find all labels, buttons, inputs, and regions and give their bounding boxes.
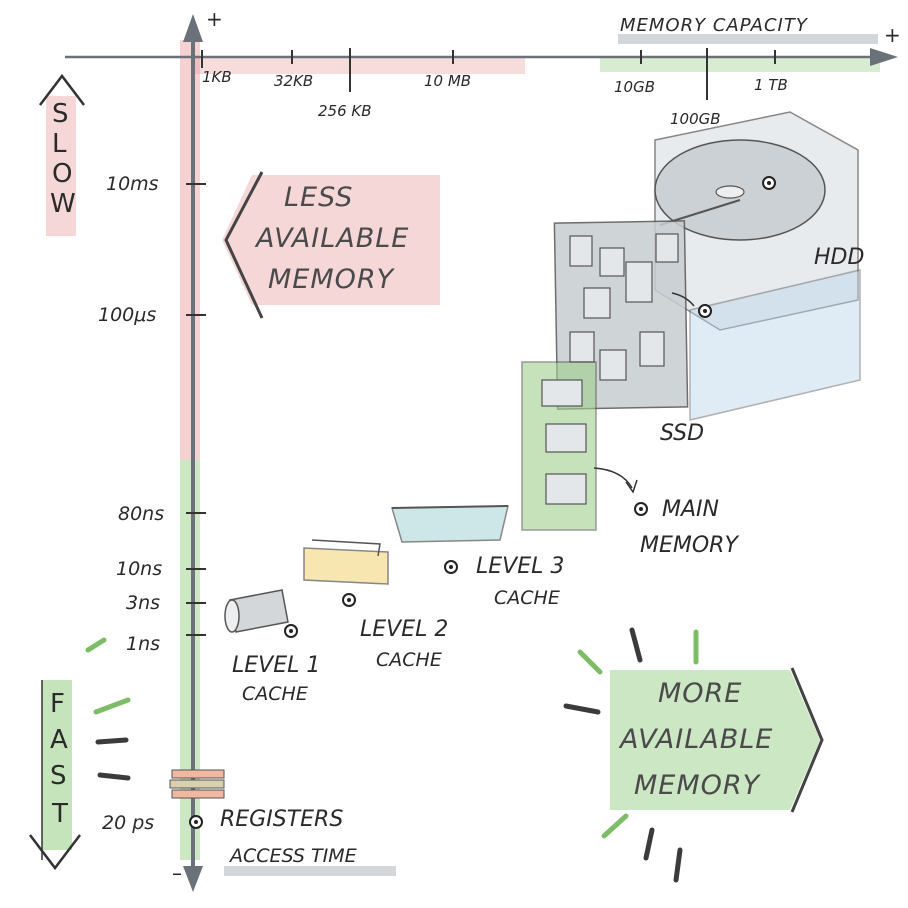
marker-registers — [189, 815, 203, 829]
time-tick-marks — [186, 183, 206, 636]
time-tick-10ns: 10ns — [116, 558, 162, 580]
marker-l3 — [444, 560, 458, 574]
l3-cache-illustration — [391, 505, 509, 543]
y-axis-plus: + — [206, 7, 223, 31]
capacity-tick-32kb: 32KB — [274, 72, 313, 90]
capacity-tick-marks — [201, 48, 776, 100]
fast-letter-f: F — [50, 689, 65, 719]
time-tick-100us: 100μs — [98, 304, 156, 326]
label-l1-line-2: CACHE — [242, 683, 308, 705]
marker-hdd — [762, 176, 776, 190]
more-memory-line-1: MORE — [658, 678, 742, 709]
slow-letter-o: O — [52, 159, 72, 189]
y-axis-green-wash — [180, 460, 200, 860]
fast-letter-t: T — [51, 799, 68, 829]
slow-letter-w: W — [50, 189, 76, 219]
capacity-tick-256kb: 256 KB — [318, 102, 372, 120]
x-axis-red-wash — [195, 58, 525, 74]
time-tick-1ns: 1ns — [126, 633, 160, 655]
marker-main-memory — [634, 502, 648, 516]
time-tick-20ps: 20 ps — [102, 812, 154, 834]
label-registers: REGISTERS — [220, 807, 343, 832]
label-l1-line-1: LEVEL 1 — [232, 653, 320, 678]
fast-arrow — [29, 680, 81, 871]
less-memory-line-1: LESS — [284, 182, 353, 213]
more-memory-arrow — [610, 667, 824, 813]
ram-illustration — [521, 361, 638, 531]
access-underline-wash — [224, 866, 396, 876]
l2-cache-illustration — [303, 539, 389, 585]
y-axis-title: ACCESS TIME — [228, 845, 357, 867]
slow-arrow — [39, 73, 85, 236]
label-l3-line-2: CACHE — [494, 587, 560, 609]
capacity-tick-10gb: 10GB — [614, 78, 655, 96]
x-axis-plus: + — [884, 23, 901, 47]
less-memory-arrow — [222, 171, 440, 319]
slow-letter-l: L — [52, 129, 67, 159]
x-axis-green-wash — [600, 56, 880, 72]
capacity-tick-10mb: 10 MB — [424, 72, 471, 90]
more-memory-rays — [563, 627, 699, 883]
label-l2-line-2: CACHE — [376, 649, 442, 671]
more-memory-line-3: MEMORY — [634, 770, 762, 801]
label-hdd: HDD — [814, 245, 864, 270]
hdd-illustration — [654, 111, 861, 421]
label-ssd: SSD — [660, 421, 704, 446]
label-l3-line-1: LEVEL 3 — [476, 554, 564, 579]
registers-illustration — [169, 769, 225, 799]
l1-cache-illustration — [224, 589, 289, 633]
fast-letter-a: A — [50, 725, 68, 755]
label-main-memory-line-1: MAIN — [662, 497, 719, 522]
label-main-memory-line-2: MEMORY — [640, 533, 739, 558]
marker-l2 — [342, 593, 356, 607]
fast-dashes — [85, 637, 131, 781]
time-tick-3ns: 3ns — [126, 592, 160, 614]
time-tick-80ns: 80ns — [118, 503, 164, 525]
y-axis-minus: – — [172, 861, 182, 885]
fast-letter-s: S — [50, 761, 67, 791]
slow-letter-s: S — [52, 99, 69, 129]
marker-l1 — [284, 624, 298, 638]
capacity-tick-1kb: 1KB — [202, 68, 232, 86]
time-tick-10ms: 10ms — [106, 173, 159, 195]
label-l2-line-1: LEVEL 2 — [360, 617, 448, 642]
more-memory-line-2: AVAILABLE — [618, 724, 773, 755]
capacity-tick-1tb: 1 TB — [754, 76, 788, 94]
less-memory-line-3: MEMORY — [268, 264, 396, 295]
y-axis-red-wash — [180, 40, 200, 460]
x-axis-title: MEMORY CAPACITY — [620, 15, 809, 36]
title-underline-wash — [618, 34, 878, 44]
less-memory-line-2: AVAILABLE — [254, 223, 409, 254]
y-axis — [183, 14, 203, 892]
capacity-tick-100gb: 100GB — [670, 110, 721, 128]
marker-ssd — [698, 304, 712, 318]
